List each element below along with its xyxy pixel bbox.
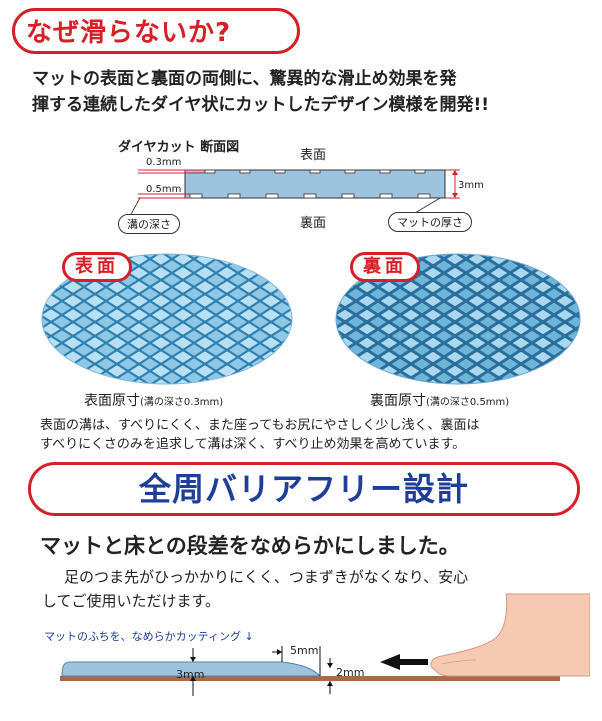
- groove-depth-label: 溝の深さ: [127, 218, 171, 231]
- dim-thickness-label: 3mm: [458, 180, 484, 191]
- section1-lead-line1: マットの表面と裏面の両側に、驚異的な滑止め効果を発: [32, 69, 457, 89]
- back-badge-label: 裏面: [363, 256, 407, 277]
- back-caption: 裏面原寸(溝の深さ0.5mm): [370, 390, 509, 410]
- front-badge-label: 表面: [75, 256, 119, 277]
- back-badge: 裏面: [350, 252, 420, 282]
- front-caption: 表面原寸(溝の深さ0.3mm): [84, 390, 223, 410]
- front-texture-photo: [41, 253, 293, 385]
- section1-title-box: [12, 8, 300, 54]
- dim-edge-label: 2mm: [336, 666, 365, 679]
- dim-bottom-label: 0.5mm: [146, 184, 182, 195]
- section2-subtitle: マットと床との段差をなめらかにしました。: [40, 534, 460, 558]
- photos-desc-line2: すべりにくさのみを追求して溝は深く、すべり止め効果を高めています。: [40, 437, 466, 452]
- diagram-bottom-label: 裏面: [300, 216, 327, 231]
- front-caption-main: 表面原寸: [84, 393, 140, 409]
- diagram-title: ダイヤカット 断面図: [118, 140, 240, 155]
- back-texture-photo: [335, 253, 581, 385]
- section2-body-line2: してご使用いただけます。: [42, 592, 221, 610]
- dim-width-label: 5mm: [290, 644, 319, 657]
- edge-cut-label: マットのふちを、なめらかカッティング ↓: [44, 630, 254, 643]
- section2-title-box: 全周バリアフリー設計: [28, 462, 580, 516]
- section1-title: なぜ滑らないか?: [26, 18, 232, 48]
- groove-depth-callout: 溝の深さ: [118, 214, 180, 234]
- front-badge: 表面: [62, 252, 132, 282]
- diagram-top-label: 表面: [300, 148, 327, 163]
- mat-thickness-callout: マットの厚さ: [388, 212, 472, 232]
- dim-thickness-bottom-label: 3mm: [176, 668, 205, 681]
- cross-section-diagram: [129, 169, 460, 217]
- barrier-free-diagram: [60, 593, 590, 696]
- section2-body-line1: 足のつま先がひっかかりにくく、つまずきがなくなり、安心: [64, 568, 469, 586]
- mat-thickness-label: マットの厚さ: [397, 216, 463, 229]
- back-caption-main: 裏面原寸: [370, 393, 426, 409]
- dim-top-label: 0.3mm: [146, 157, 182, 168]
- back-caption-sub: (溝の深さ0.5mm): [426, 397, 510, 408]
- photos-desc-line1: 表面の溝は、すべりにくく、また座ってもお尻にやさしく少し浅く、裏面は: [40, 418, 480, 433]
- section1-lead-line2: 揮する連続したダイヤ状にカットしたデザイン模様を開発!!: [32, 95, 489, 115]
- front-caption-sub: (溝の深さ0.3mm): [140, 397, 224, 408]
- section2-title: 全周バリアフリー設計: [138, 470, 469, 508]
